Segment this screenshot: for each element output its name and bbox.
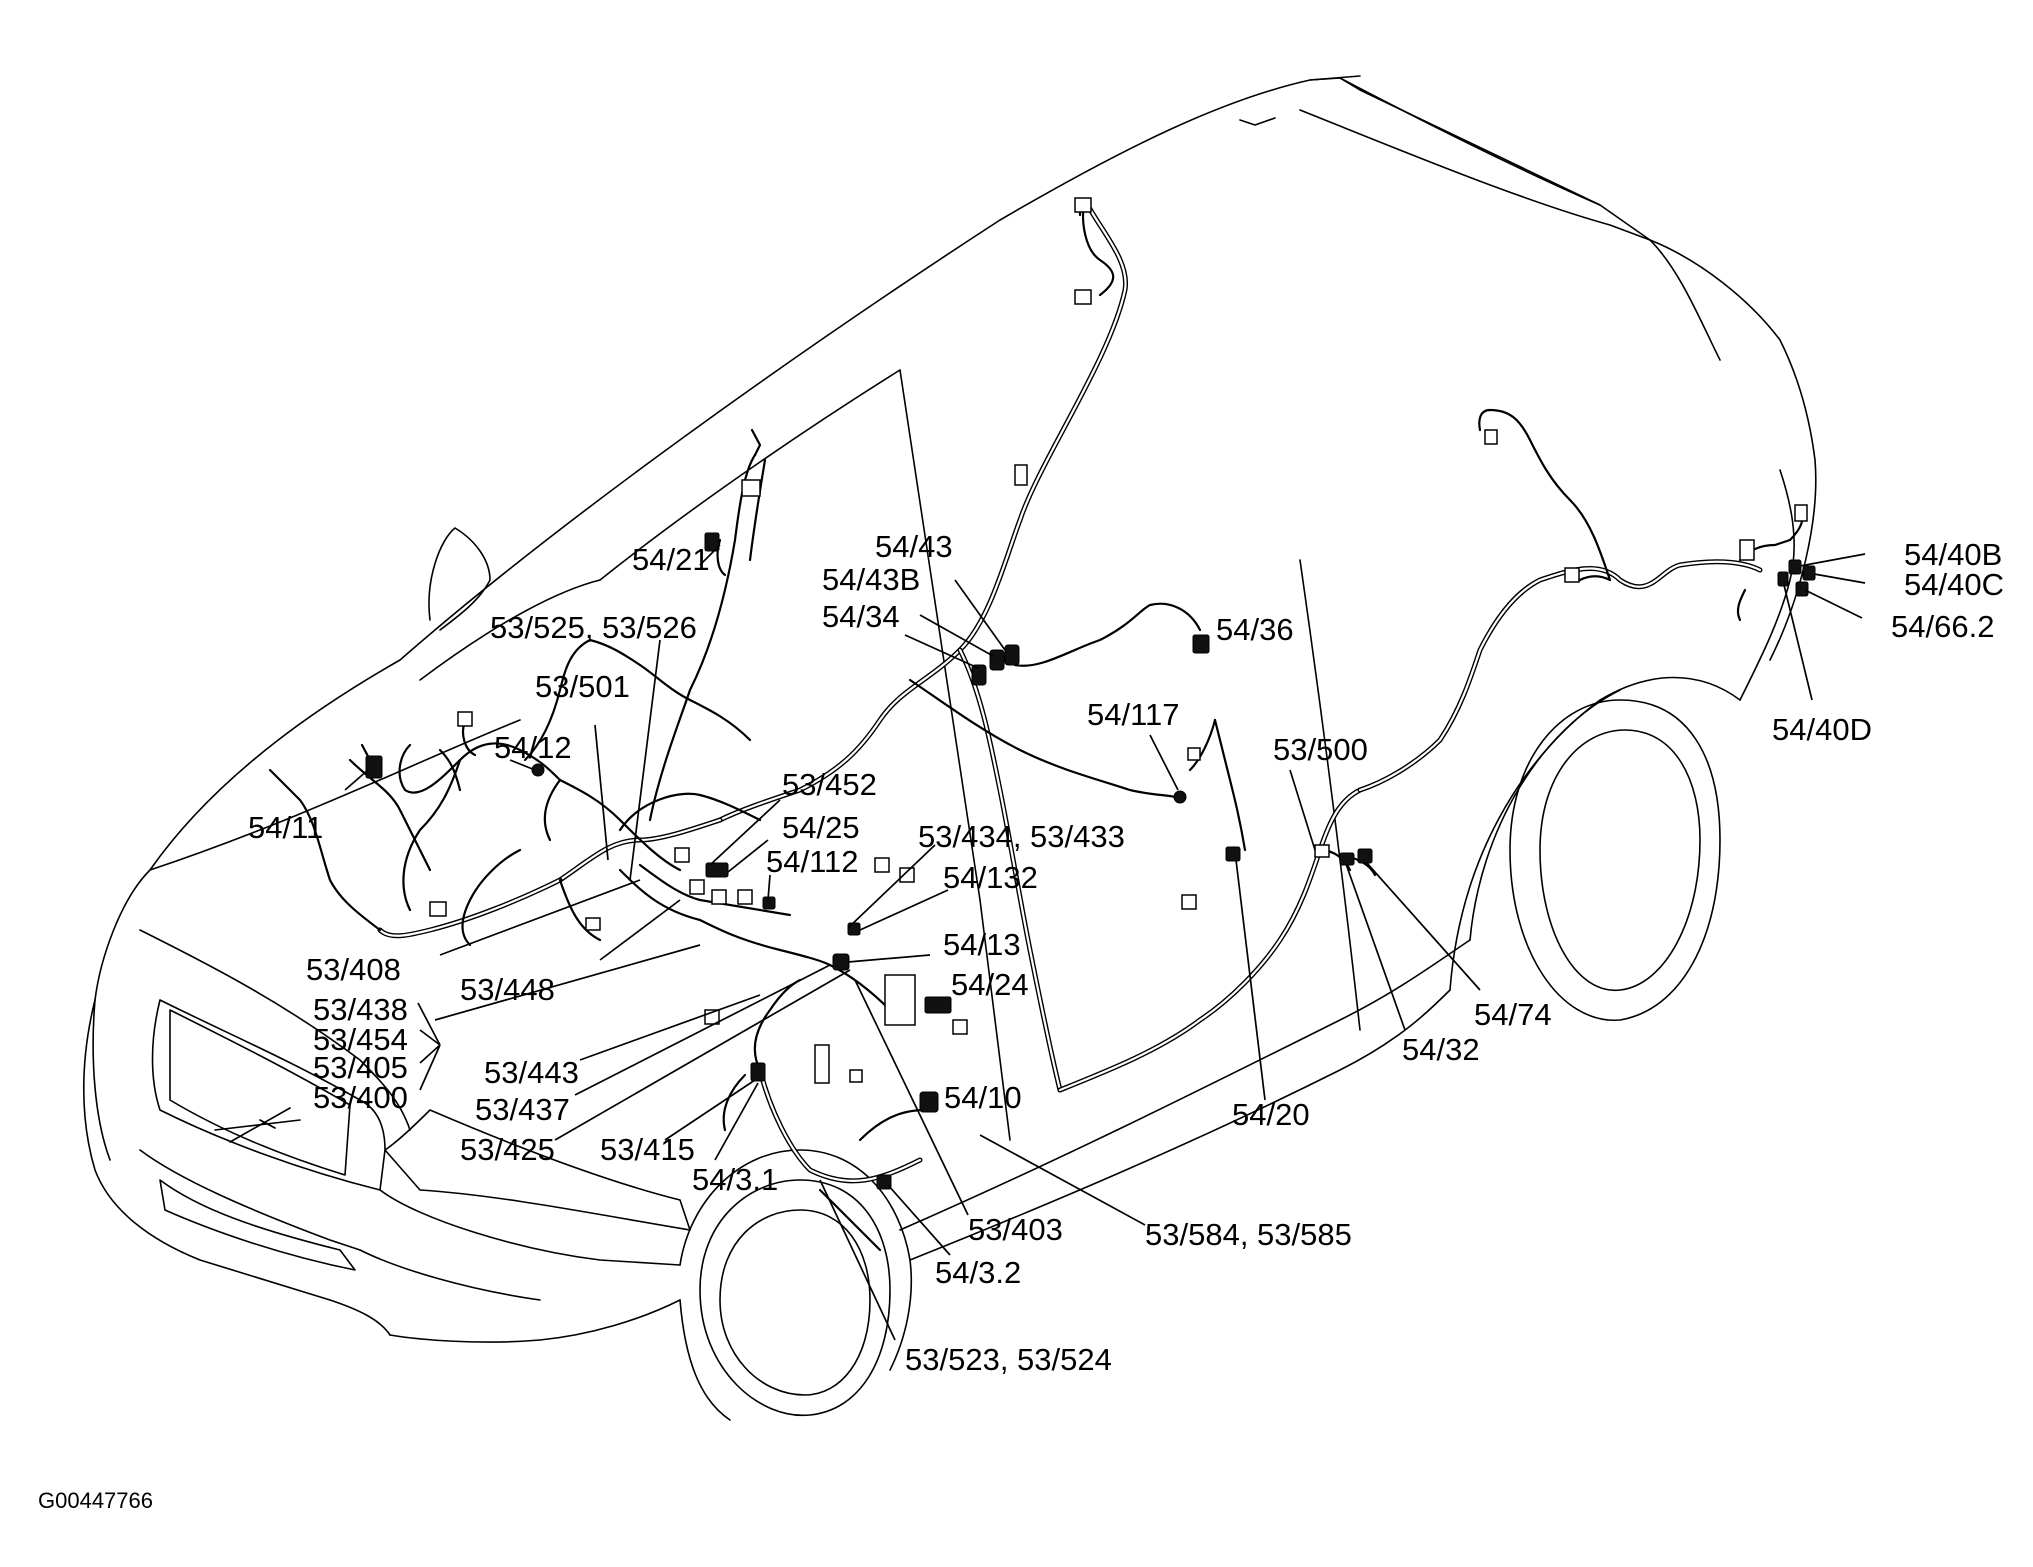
- label-54-132: 54/132: [943, 860, 1038, 895]
- label-53-408: 53/408: [306, 952, 401, 987]
- label-53-501: 53/501: [535, 669, 630, 704]
- connector-54-13: [832, 953, 850, 971]
- label-54-20: 54/20: [1232, 1097, 1310, 1132]
- leader-lines: [344, 544, 1866, 1341]
- label-54-10: 54/10: [944, 1080, 1022, 1115]
- connector-54-66-2: [1795, 581, 1809, 597]
- vehicle-body: [82, 75, 1817, 1421]
- label-54-112: 54/112: [766, 844, 859, 879]
- label-53-405: 53/405: [313, 1050, 408, 1085]
- callout-labels: 54/21 53/525, 53/526 53/501 54/12 54/11 …: [248, 529, 2004, 1377]
- label-53-415: 53/415: [600, 1132, 695, 1167]
- connector-54-74: [1357, 848, 1373, 864]
- label-53-500: 53/500: [1273, 732, 1368, 767]
- label-54-3-1: 54/3.1: [692, 1162, 778, 1197]
- label-53-454: 53/454: [313, 1022, 408, 1057]
- connector-54-20: [1225, 846, 1241, 862]
- label-54-25: 54/25: [782, 810, 860, 845]
- label-54-12: 54/12: [494, 730, 572, 765]
- label-54-36: 54/36: [1216, 612, 1294, 647]
- label-53-448: 53/448: [460, 972, 555, 1007]
- connector-54-36: [1192, 634, 1210, 654]
- label-54-3-2: 54/3.2: [935, 1255, 1021, 1290]
- connectors: [365, 197, 1816, 1190]
- label-54-43: 54/43: [875, 529, 953, 564]
- connector-54-40c: [1802, 565, 1816, 581]
- label-54-40d: 54/40D: [1772, 712, 1872, 747]
- label-54-11: 54/11: [248, 810, 323, 845]
- connector-54-112: [762, 896, 776, 910]
- label-53-403: 53/403: [968, 1212, 1063, 1247]
- label-54-21: 54/21: [632, 542, 710, 577]
- label-53-443: 53/443: [484, 1055, 579, 1090]
- connector-54-12: [531, 763, 545, 777]
- label-53-400: 53/400: [313, 1080, 408, 1115]
- connector-54-132: [847, 922, 861, 936]
- connector-54-32: [1339, 852, 1355, 866]
- label-53-525: 53/525, 53/526: [490, 610, 697, 645]
- connector-53-452: [705, 862, 729, 878]
- connector-54-40d: [1777, 571, 1789, 587]
- label-54-32: 54/32: [1402, 1032, 1480, 1067]
- connector-54-43b: [989, 649, 1005, 671]
- harness-lines: [268, 197, 1804, 1252]
- label-54-43b: 54/43B: [822, 562, 920, 597]
- connector-54-3-1: [750, 1062, 766, 1082]
- label-53-438: 53/438: [313, 992, 408, 1027]
- label-53-452: 53/452: [782, 767, 877, 802]
- label-54-13: 54/13: [943, 927, 1021, 962]
- figure-id: G00447766: [38, 1488, 153, 1513]
- label-54-66-2: 54/66.2: [1891, 609, 1994, 644]
- label-54-117: 54/117: [1087, 697, 1180, 732]
- connector-54-40b: [1788, 559, 1802, 575]
- connector-54-117: [1173, 790, 1187, 804]
- label-53-584: 53/584, 53/585: [1145, 1217, 1352, 1252]
- label-53-425: 53/425: [460, 1132, 555, 1167]
- connector-54-24: [924, 996, 952, 1014]
- label-53-434: 53/434, 53/433: [918, 819, 1125, 854]
- connector-54-10: [919, 1091, 939, 1113]
- label-54-40b: 54/40B: [1904, 537, 2002, 572]
- connector-54-21: [704, 532, 720, 552]
- label-54-34: 54/34: [822, 599, 900, 634]
- label-53-437: 53/437: [475, 1092, 570, 1127]
- label-54-40c: 54/40C: [1904, 567, 2004, 602]
- label-54-24: 54/24: [951, 967, 1029, 1002]
- connector-54-43: [1004, 644, 1020, 666]
- label-53-523: 53/523, 53/524: [905, 1342, 1112, 1377]
- label-54-74: 54/74: [1474, 997, 1552, 1032]
- connector-54-11: [365, 755, 383, 779]
- connector-54-34: [971, 664, 987, 686]
